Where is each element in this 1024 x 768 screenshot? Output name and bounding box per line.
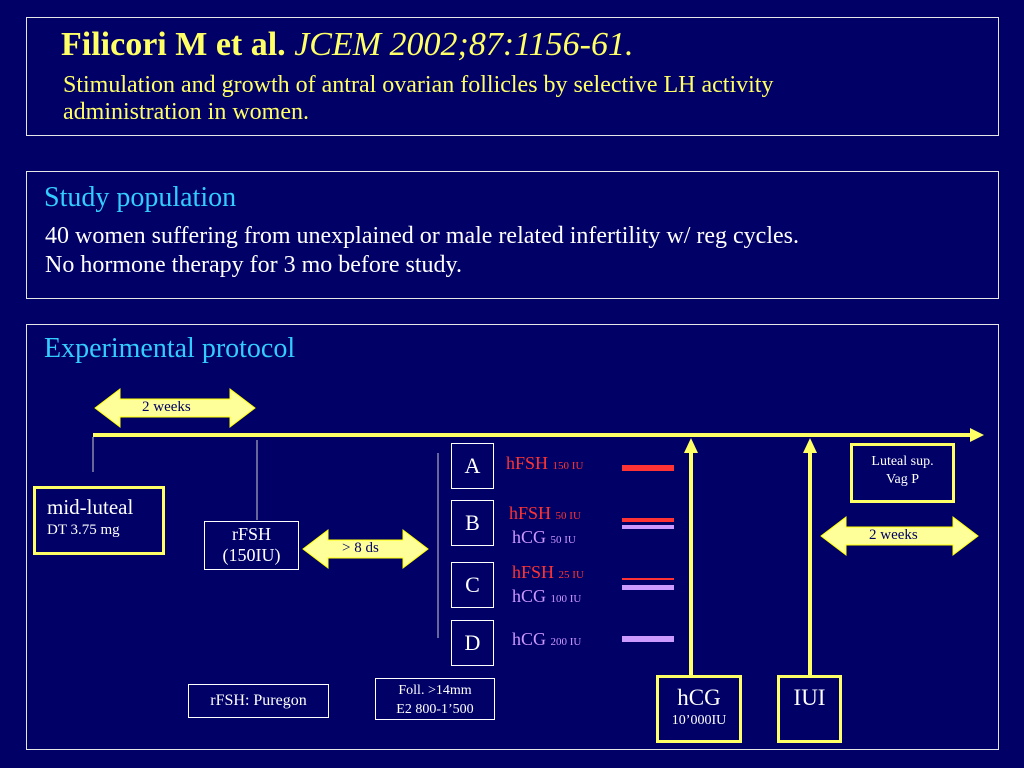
group-c-hcg-label: hCG (512, 586, 547, 606)
gt-8-days-arrow (302, 528, 429, 570)
rfsh-puregon-box: rFSH: Puregon (188, 684, 329, 718)
hcg-trigger-dose: 10’000IU (671, 713, 727, 728)
gt-8-days-label: > 8 ds (342, 540, 379, 556)
subtitle-line-2: administration in women. (63, 99, 309, 125)
group-b-hfsh-bar (622, 518, 674, 522)
group-d-hcg-label: hCG (512, 629, 547, 649)
group-a-label: A (464, 453, 481, 478)
population-heading: Study population (44, 182, 237, 213)
header-panel: Filicori M et al. JCEM 2002;87:1156-61. … (26, 17, 999, 136)
group-d-box: D (451, 620, 494, 666)
group-b-box: B (451, 500, 494, 546)
iui-arrowhead (803, 438, 817, 453)
group-b-hfsh: hFSH 50 IU (509, 503, 581, 524)
group-c-hcg-bar (622, 585, 674, 590)
population-line-1: 40 women suffering from unexplained or m… (45, 223, 799, 249)
group-c-hcg-dose: 100 IU (550, 593, 582, 605)
luteal-line-1: Luteal sup. (871, 454, 934, 469)
group-c-hcg: hCG 100 IU (512, 586, 581, 607)
hcg-arrowhead (684, 438, 698, 453)
group-c-box: C (451, 562, 494, 608)
iui-label: IUI (793, 685, 826, 710)
iui-box: IUI (777, 675, 842, 743)
rfsh-puregon-label: rFSH: Puregon (210, 692, 307, 709)
foll-line-1: Foll. >14mm (398, 683, 472, 698)
group-d-hcg-dose: 200 IU (550, 636, 582, 648)
group-a-hfsh-label: hFSH (506, 453, 549, 473)
group-b-label: B (465, 510, 480, 535)
two-weeks-left-label: 2 weeks (142, 399, 191, 415)
protocol-heading: Experimental protocol (44, 333, 296, 364)
subtitle-line-1: Stimulation and growth of antral ovarian… (63, 72, 774, 98)
two-weeks-left-arrow (94, 387, 256, 429)
citation-author: Filicori M et al. (61, 26, 286, 63)
citation: Filicori M et al. JCEM 2002;87:1156-61. (61, 26, 634, 64)
group-b-hcg-bar (622, 525, 674, 529)
group-c-hfsh-bar (622, 578, 674, 580)
hcg-trigger-label: hCG (677, 685, 721, 710)
hcg-trigger-box: hCG 10’000IU (656, 675, 742, 743)
two-weeks-right-arrow (820, 515, 979, 557)
group-a-box: A (451, 443, 494, 489)
group-d-label: D (464, 630, 481, 655)
group-c-label: C (465, 572, 480, 597)
population-line-2: No hormone therapy for 3 mo before study… (45, 252, 462, 278)
mid-luteal-label: mid-luteal (47, 495, 134, 519)
group-d-hcg-bar (622, 636, 674, 642)
timeline-arrowhead (970, 428, 984, 442)
group-c-hfsh-label: hFSH (512, 562, 555, 582)
rfsh-line-2: (150IU) (222, 545, 281, 565)
rfsh-box: rFSH (150IU) (204, 521, 299, 570)
group-b-hfsh-label: hFSH (509, 503, 552, 523)
protocol-panel (26, 324, 999, 750)
group-c-hfsh: hFSH 25 IU (512, 562, 584, 583)
follicle-criteria-box: Foll. >14mm E2 800-1’500 (375, 678, 495, 720)
group-b-hfsh-dose: 50 IU (555, 510, 581, 522)
two-weeks-right-label: 2 weeks (869, 527, 918, 543)
study-population-panel: Study population 40 women suffering from… (26, 171, 999, 299)
foll-line-2: E2 800-1’500 (396, 702, 474, 717)
group-b-hcg: hCG 50 IU (512, 527, 576, 548)
citation-journal: JCEM 2002;87:1156-61. (294, 26, 634, 63)
group-c-hfsh-dose: 25 IU (558, 569, 584, 581)
group-d-hcg: hCG 200 IU (512, 629, 581, 650)
luteal-line-2: Vag P (885, 472, 920, 487)
luteal-support-box: Luteal sup. Vag P (850, 443, 955, 503)
group-b-hcg-dose: 50 IU (550, 534, 576, 546)
group-a-hfsh: hFSH 150 IU (506, 453, 583, 474)
group-a-hfsh-bar (622, 465, 674, 471)
mid-luteal-box: mid-luteal DT 3.75 mg (33, 486, 165, 555)
dt-dose-label: DT 3.75 mg (47, 522, 120, 538)
rfsh-line-1: rFSH (231, 524, 271, 544)
group-b-hcg-label: hCG (512, 527, 547, 547)
group-a-hfsh-dose: 150 IU (552, 460, 584, 472)
